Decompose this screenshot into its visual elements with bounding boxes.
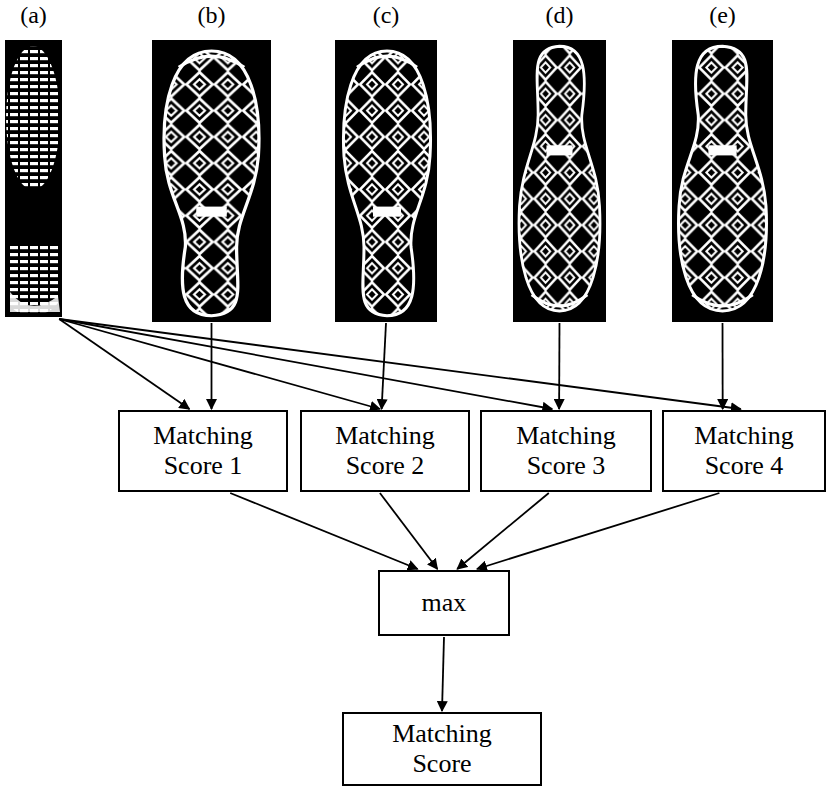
arrow-connector <box>59 319 189 409</box>
box-label: max <box>422 588 467 618</box>
max-box: max <box>378 570 510 636</box>
panel-label: (e) <box>707 2 738 30</box>
shoeprint-image-b: (b) <box>152 2 271 322</box>
shoeprint-e <box>672 40 773 322</box>
panel-label: (c) <box>371 2 402 30</box>
shoeprint-a <box>5 40 62 317</box>
arrow-connector <box>382 323 386 409</box>
process-box: Matching Score 2 <box>300 410 470 492</box>
process-box: Matching Score 4 <box>662 410 826 492</box>
result-box: Matching Score <box>342 712 542 786</box>
arrow-connector <box>477 493 719 569</box>
arrow-connector <box>59 319 552 409</box>
shoeprint-image-d: (d) <box>513 2 606 322</box>
box-label: Matching Score 3 <box>496 421 636 481</box>
arrow-connector <box>558 323 560 409</box>
arrow-connector <box>211 323 213 409</box>
arrow-connector <box>59 319 380 409</box>
arrow-connector <box>59 319 741 409</box>
panel-label: (a) <box>18 2 49 30</box>
arrow-connector <box>442 637 444 711</box>
process-box: Matching Score 1 <box>118 410 288 492</box>
box-label: Matching Score 1 <box>133 421 273 481</box>
shoeprint-d <box>513 40 606 322</box>
shoeprint-image-c: (c) <box>335 2 437 322</box>
process-box: Matching Score 3 <box>480 410 652 492</box>
box-label: Matching Score <box>372 719 512 779</box>
shoeprint-b <box>152 40 271 322</box>
shoeprint-image-e: (e) <box>672 2 773 322</box>
box-label: Matching Score 4 <box>674 421 814 481</box>
shoeprint-c <box>335 40 437 322</box>
panel-label: (b) <box>196 2 228 30</box>
arrow-connector <box>457 493 549 569</box>
box-label: Matching Score 2 <box>315 421 455 481</box>
arrow-connector <box>722 323 724 409</box>
shoeprint-image-a: (a) <box>5 2 62 318</box>
panel-label: (d) <box>544 2 576 30</box>
arrow-connector <box>380 493 438 569</box>
